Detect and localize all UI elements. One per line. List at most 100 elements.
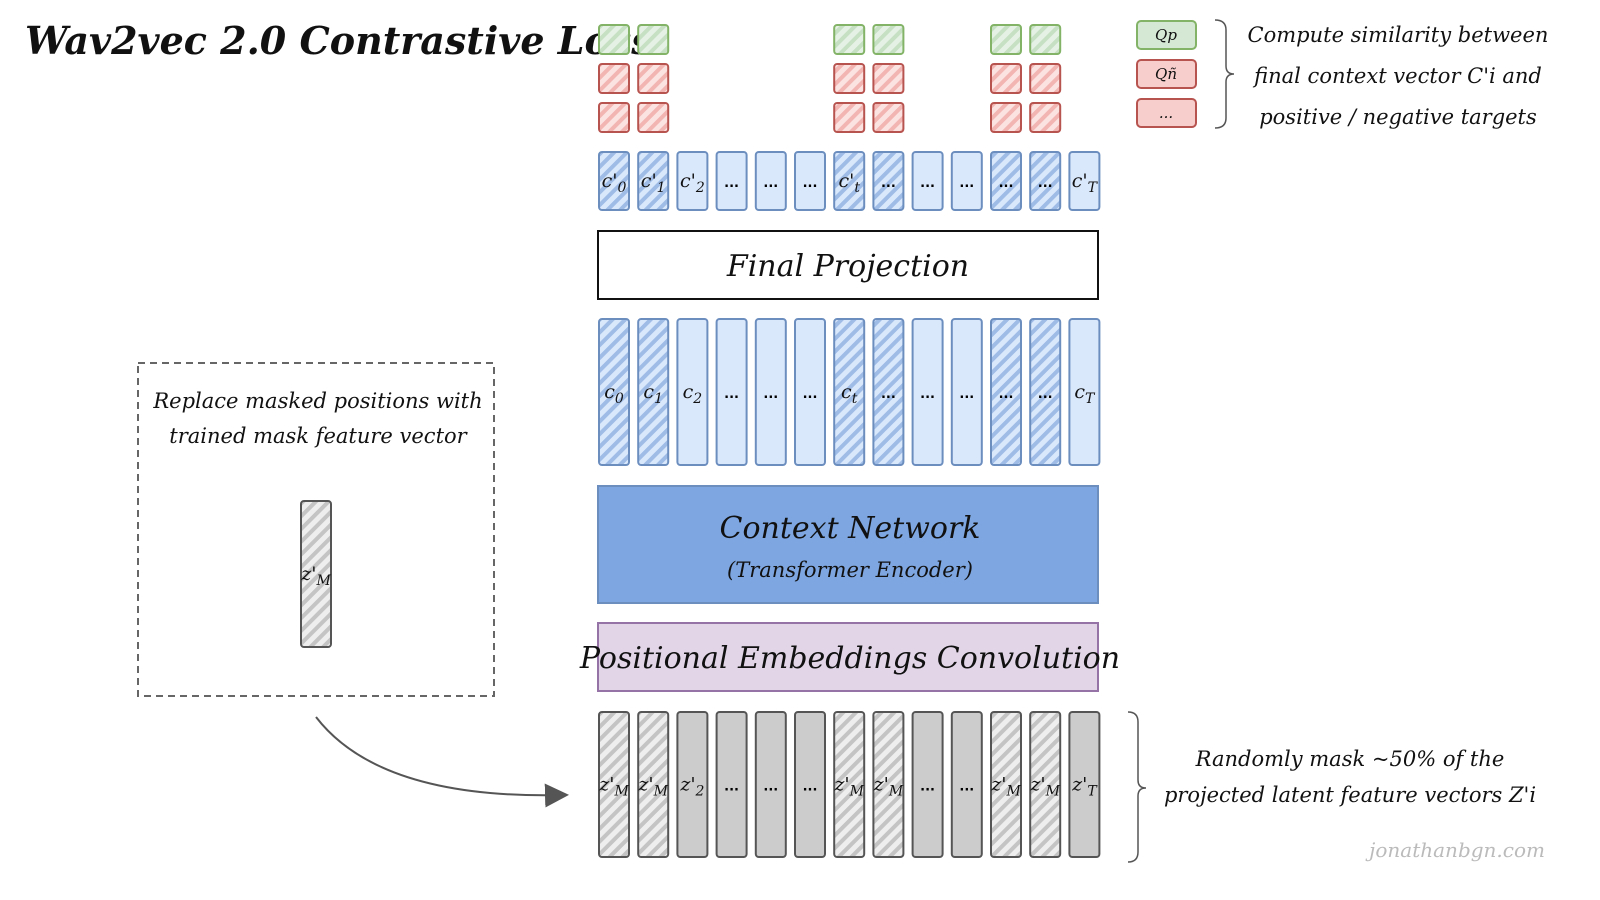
positive-target-cell	[1029, 24, 1062, 55]
vector-cell	[990, 318, 1022, 466]
final_context-vector-10: ...	[990, 151, 1022, 211]
vector-label: ...	[763, 780, 778, 795]
vector-label: ...	[959, 780, 974, 795]
vector-cell	[1029, 711, 1062, 858]
vector-cell	[794, 711, 826, 858]
mask-replacement-box	[137, 362, 495, 697]
legend-note-line-2: final context vector C'i and	[1252, 64, 1542, 88]
vector-cell	[1068, 151, 1101, 211]
vector-label: ...	[959, 387, 974, 402]
legend-label: Qp	[1155, 26, 1177, 44]
vector-cell	[1068, 711, 1101, 858]
vector-cell	[715, 318, 748, 466]
final_context-vector-7: ...	[872, 151, 905, 211]
context-network-box	[597, 485, 1099, 604]
vector-cell	[676, 318, 709, 466]
context-network-label: Context Network	[720, 511, 981, 546]
vector-label: ...	[803, 780, 818, 795]
vector-cell	[637, 151, 670, 211]
latent-vector-11: z'M	[1029, 711, 1062, 858]
negative-target-cell	[637, 63, 670, 94]
vector-cell	[833, 318, 866, 466]
mask-note-line-1: Randomly mask ~50% of the	[1195, 747, 1505, 771]
positive-target-cell	[598, 24, 630, 55]
vector-cell	[950, 318, 983, 466]
legend-note-line-3: positive / negative targets	[1259, 105, 1537, 129]
diagram-title: Wav2vec 2.0 Contrastive Loss	[25, 18, 653, 63]
vector-cell	[911, 318, 944, 466]
vector-label: ...	[881, 387, 896, 402]
vector-cell	[676, 711, 709, 858]
negative-target-cell	[833, 63, 866, 94]
watermark: jonathanbgn.com	[1365, 838, 1545, 862]
final-projection-box	[597, 230, 1099, 300]
legend-label: Qñ	[1155, 65, 1177, 83]
mask-vector-cell	[300, 500, 332, 648]
negative-target-cell	[598, 102, 630, 133]
latent-vector-1: z'M	[637, 711, 670, 858]
vector-label: ...	[999, 387, 1014, 402]
legend-swatch	[1136, 98, 1197, 128]
negative-target-cell	[872, 102, 905, 133]
vector-cell	[794, 151, 826, 211]
vector-cell	[676, 151, 709, 211]
vector-cell	[1029, 151, 1062, 211]
latent-vector-6: z'M	[833, 711, 866, 858]
vector-cell	[754, 711, 787, 858]
final_context-vector-0: c'0	[598, 151, 630, 211]
vector-cell	[872, 711, 905, 858]
legend-label: ...	[1159, 104, 1173, 122]
negative-target-cell	[1029, 102, 1062, 133]
context-vector-1: c1	[637, 318, 670, 466]
vector-cell	[833, 151, 866, 211]
final_context-vector-5: ...	[794, 151, 826, 211]
final_context-vector-6: c't	[833, 151, 866, 211]
vector-cell	[754, 318, 787, 466]
final_context-vector-1: c'1	[637, 151, 670, 211]
vector-cell	[715, 151, 748, 211]
mask-feature-vector: z'M	[300, 500, 332, 648]
vector-cell	[598, 318, 630, 466]
positional-embeddings-label: Positional Embeddings Convolution	[579, 641, 1120, 676]
final_context-vector-12: c'T	[1068, 151, 1101, 211]
vector-label: ...	[920, 176, 935, 191]
latent-vector-7: z'M	[872, 711, 905, 858]
vector-cell	[1029, 318, 1062, 466]
vector-label: ...	[724, 780, 739, 795]
final_context-vector-3: ...	[715, 151, 748, 211]
latent-vector-10: z'M	[990, 711, 1022, 858]
vector-cell	[598, 151, 630, 211]
negative-target-cell	[990, 102, 1022, 133]
legend-item-negative: ...	[1136, 98, 1197, 128]
vector-label: ...	[1038, 387, 1053, 402]
context-vector-0: c0	[598, 318, 630, 466]
context-vector-7: ...	[872, 318, 905, 466]
replacement-arrow	[315, 716, 569, 808]
final_context-vector-11: ...	[1029, 151, 1062, 211]
final_context-vector-8: ...	[911, 151, 944, 211]
negative-target-cell	[598, 63, 630, 94]
vector-label: ...	[1038, 176, 1053, 191]
legend-swatch	[1136, 59, 1197, 89]
context-network-sublabel: (Transformer Encoder)	[727, 558, 973, 582]
positive-target-cell	[990, 24, 1022, 55]
vector-cell	[990, 711, 1022, 858]
vector-cell	[833, 711, 866, 858]
vector-cell	[637, 711, 670, 858]
vector-cell	[950, 151, 983, 211]
vector-cell	[911, 711, 944, 858]
legend: QpQñ...	[1136, 20, 1197, 128]
negative-target-cell	[872, 63, 905, 94]
vector-label: ...	[920, 780, 935, 795]
vector-label: ...	[959, 176, 974, 191]
latent-vector-9: ...	[950, 711, 983, 858]
vector-cell	[715, 711, 748, 858]
mask-box-note-line-1: Replace masked positions with	[152, 389, 482, 413]
latent-vector-2: z'2	[676, 711, 709, 858]
positive-target-cell	[637, 24, 670, 55]
latent-vector-5: ...	[794, 711, 826, 858]
latent-vector-12: z'T	[1068, 711, 1101, 858]
